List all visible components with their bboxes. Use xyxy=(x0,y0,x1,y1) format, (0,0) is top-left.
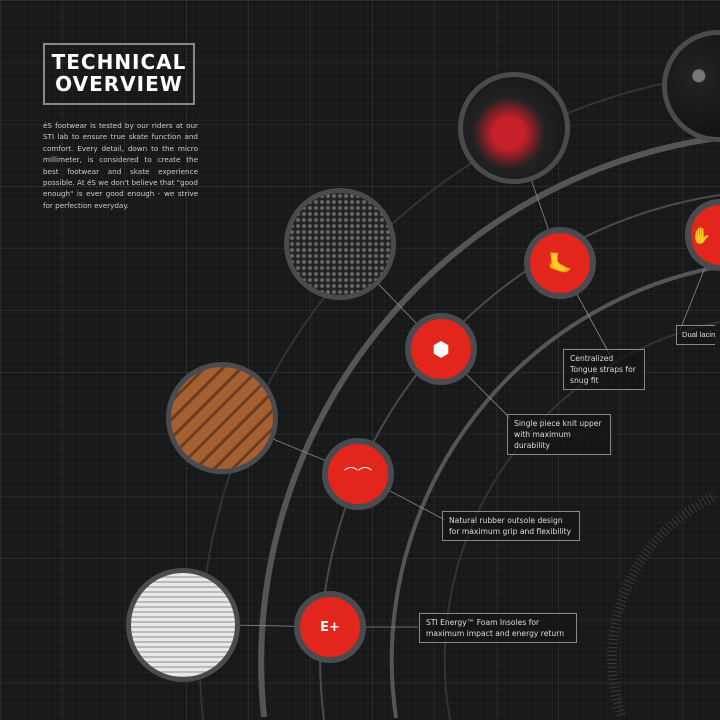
energy-insole-icon[interactable]: E+ xyxy=(294,591,366,663)
outsole-photo xyxy=(166,362,278,474)
foot-icon[interactable]: 🦶 xyxy=(524,227,596,299)
outsole-tread-icon[interactable]: ⌒⌒ xyxy=(322,438,394,510)
title-line-1: TECHNICAL xyxy=(51,50,187,74)
title-box: TECHNICAL OVERVIEW xyxy=(43,43,195,105)
insole-photo xyxy=(126,568,240,682)
intro-text: éS footwear is tested by our riders at o… xyxy=(43,121,198,210)
outer-arc xyxy=(258,135,718,718)
feature-label-knit: Single piece knit upper with maximum dur… xyxy=(507,414,611,455)
knit-hexagon-icon[interactable]: ⬢ xyxy=(405,313,477,385)
feature-label-tongue: Centralized Tongue straps for snug fit xyxy=(563,349,645,390)
title-line-2: OVERVIEW xyxy=(55,72,183,96)
knit-photo xyxy=(284,188,396,300)
feature-label-lacing: Dual lacin xyxy=(676,325,716,345)
energy-icon-text: E+ xyxy=(320,619,340,635)
tongue-photo xyxy=(458,72,570,184)
feature-label-insole: STI Energy™ Foam Insoles for maximum imp… xyxy=(419,613,577,643)
feature-label-outsole: Natural rubber outsole design for maximu… xyxy=(442,511,580,541)
page-title: TECHNICAL OVERVIEW xyxy=(45,51,193,95)
tick-ring xyxy=(606,491,718,717)
